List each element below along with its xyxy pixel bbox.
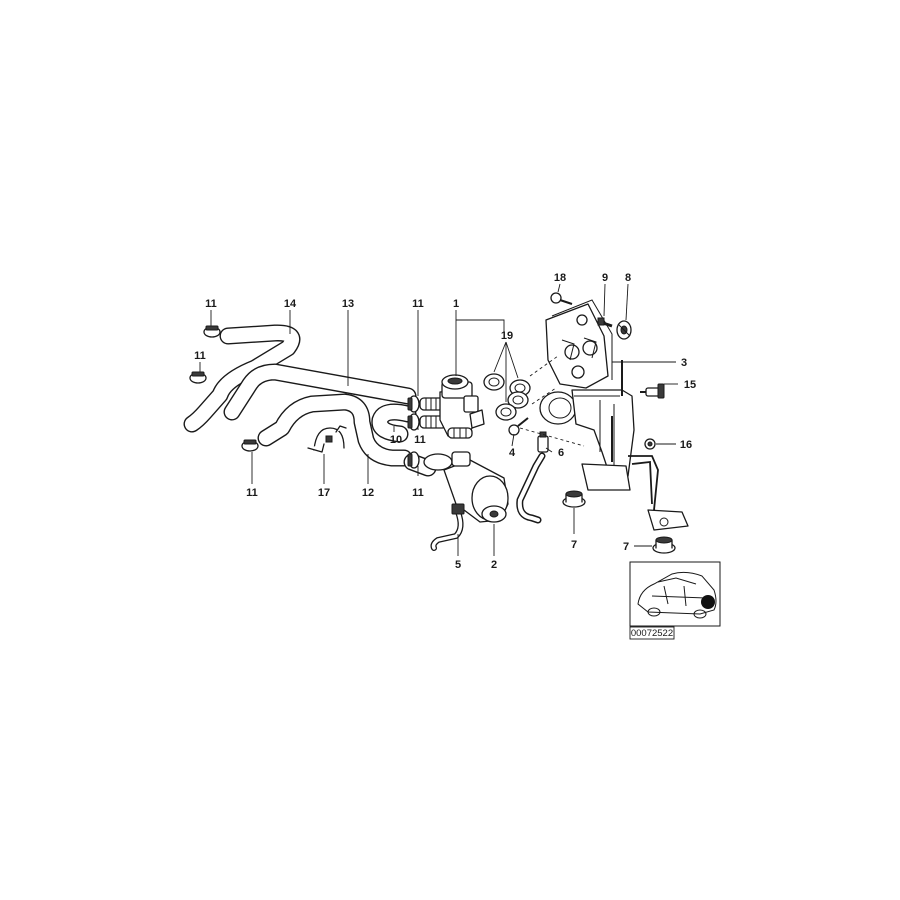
leader-lines [199,283,678,556]
callout-11: 11 [412,487,424,499]
callout-10: 10 [390,434,402,446]
hose-10[interactable] [371,403,417,443]
hose-13[interactable] [223,363,417,421]
callout-9: 9 [602,272,608,284]
rubber-mount-7[interactable] [562,490,586,508]
callout-16: 16 [680,439,692,451]
callout-15: 15 [684,379,696,391]
callout-11: 11 [414,434,426,446]
grommet-19[interactable] [483,373,505,391]
grommet-19[interactable] [495,403,517,421]
callout-7: 7 [623,541,629,553]
hose-clamp[interactable] [241,439,259,452]
rubber-mount-7[interactable] [652,536,676,554]
water-pump-2[interactable] [423,451,509,523]
hose-clamp[interactable] [407,413,420,431]
grommet-19[interactable] [507,391,529,409]
callout-19: 19 [501,330,513,342]
callout-labels: 18 9 8 11 14 13 11 1 19 3 11 15 10 11 4 … [194,272,696,571]
callout-13: 13 [342,298,354,310]
hose-12[interactable] [257,393,413,467]
callout-4: 4 [509,447,516,459]
water-valve-1[interactable] [419,374,485,439]
reference-number: 00072522 [631,628,673,639]
callout-2: 2 [491,559,497,571]
hose-14[interactable] [183,324,301,433]
screw-9[interactable] [597,317,613,328]
car-outline-icon [637,571,717,619]
cable-harness-5[interactable] [430,503,465,551]
hose-clamp[interactable] [407,451,420,469]
callout-8: 8 [625,272,631,284]
callout-6: 6 [558,447,564,459]
car-locator-inset: 00072522 [629,561,721,640]
callout-5: 5 [455,559,461,571]
callout-17: 17 [318,487,330,499]
callout-11: 11 [194,350,206,362]
callout-11: 11 [205,298,217,310]
callout-1: 1 [453,298,459,310]
hose-clamp[interactable] [189,371,207,384]
callout-18: 18 [554,272,566,284]
callout-7: 7 [571,539,577,551]
screw-18[interactable] [550,292,573,305]
bleeder-valve-15[interactable] [640,383,665,399]
nut-8[interactable] [616,320,632,340]
bolt-4[interactable] [508,417,529,436]
bracket-clip-17[interactable] [307,425,347,453]
callout-3: 3 [681,357,687,369]
hose-clamp[interactable] [203,325,221,338]
hose-clamp[interactable] [407,395,420,413]
bent-pipe[interactable] [516,452,546,524]
location-marker-icon [701,595,715,609]
nut-16[interactable] [644,438,656,450]
holder-bracket-3[interactable] [539,299,689,531]
callout-11: 11 [412,298,424,310]
callout-12: 12 [362,487,374,499]
callout-14: 14 [284,298,297,310]
callout-11: 11 [246,487,258,499]
sensor-6[interactable] [537,431,549,453]
